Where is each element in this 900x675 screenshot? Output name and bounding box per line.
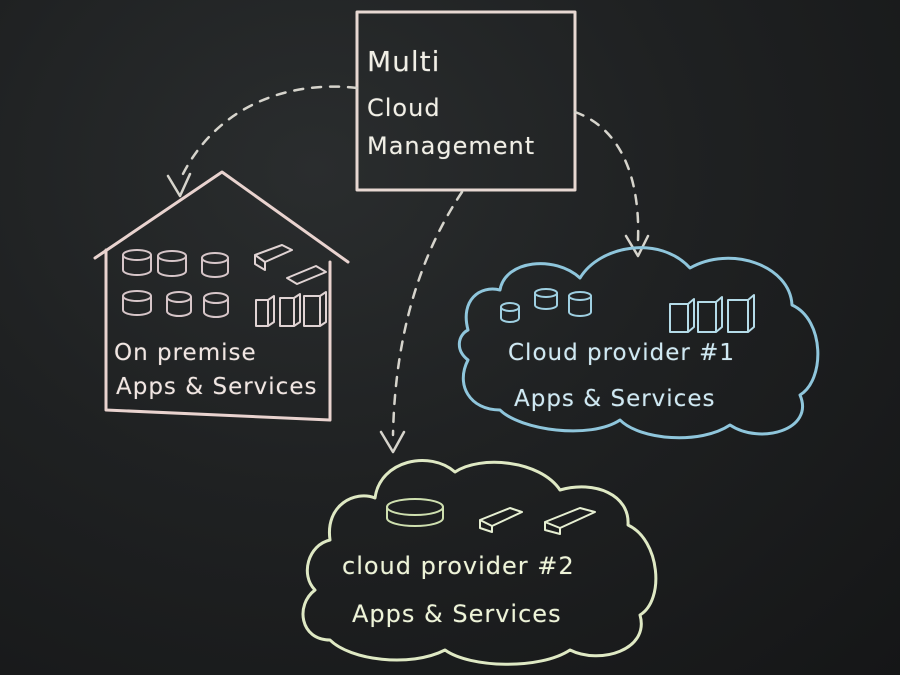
house-outline: [93, 170, 350, 422]
management-box: [355, 10, 577, 192]
cloud-provider-2-sublabel: Apps & Services: [352, 600, 562, 628]
arrow-to-cloud-1: [573, 110, 640, 242]
arrowhead-cloud-1: [624, 234, 650, 258]
arrow-to-cloud-2: [391, 190, 464, 437]
arrow-to-on-premise: [178, 85, 359, 182]
management-title-line-3: Management: [367, 132, 536, 160]
on-premise-label: On premise: [114, 340, 257, 366]
on-premise-servers: [254, 244, 327, 327]
cloud-1-outline: [457, 246, 820, 440]
cloud-1-servers: [669, 294, 755, 333]
on-premise-databases: [122, 249, 229, 318]
cloud-provider-1-label: Cloud provider #1: [508, 340, 736, 366]
on-premise-sublabel: Apps & Services: [116, 374, 318, 400]
cloud-provider-2-label: cloud provider #2: [342, 552, 575, 580]
arrowhead-cloud-2: [379, 430, 406, 454]
cloud-1-databases: [500, 288, 592, 323]
management-title-line-1: Multi: [367, 45, 441, 78]
cloud-2-outline: [301, 459, 658, 666]
cloud-2-servers: [479, 507, 596, 535]
management-title-line-2: Cloud: [367, 94, 441, 122]
cloud-provider-1-sublabel: Apps & Services: [514, 386, 716, 412]
cloud-2-database: [386, 498, 444, 527]
arrowhead-on-premise: [166, 172, 192, 198]
